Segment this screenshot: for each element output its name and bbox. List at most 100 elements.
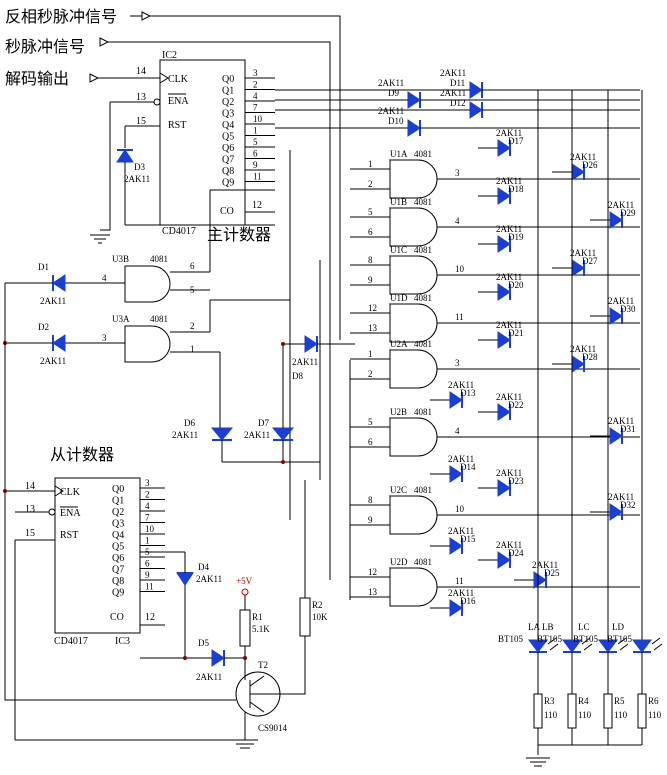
r1-ref: R1 (252, 612, 263, 622)
ic3-out-q6: Q6 (112, 553, 124, 564)
gate-u2a (389, 349, 438, 389)
d9-ref: D9 (388, 88, 399, 98)
ic2-out-q4: Q4 (222, 120, 234, 131)
resistor-r4 (567, 693, 577, 729)
ic2-out-q1: Q1 (222, 86, 234, 97)
u2c-in-a: 8 (368, 495, 373, 505)
ld-part: BT105 (607, 634, 633, 644)
d10-ref: D10 (388, 116, 404, 126)
u2d-in-a: 12 (368, 567, 377, 577)
u2b-in-a: 5 (368, 417, 373, 427)
gate-u3a (124, 325, 171, 363)
output-label-decode: 解码输出 (5, 69, 69, 88)
ic2-rst: RST (168, 120, 186, 131)
u2a-part: 4081 (414, 339, 432, 349)
lb-ref: LB (542, 622, 554, 632)
d30-part: 2AK11 (608, 296, 634, 306)
u2a-ref: U2A (390, 339, 408, 349)
gate-u1a (389, 159, 438, 199)
gate-u1d (389, 303, 438, 343)
u1c-out: 10 (455, 264, 465, 274)
d31-part: 2AK11 (608, 416, 634, 426)
u2b-ref: U2B (390, 407, 407, 417)
ic3-ena: ENA (60, 508, 81, 519)
ic3-pin-11: 11 (145, 582, 154, 592)
ic2-clk: CLK (168, 74, 189, 85)
d19-ref: D19 (508, 232, 524, 242)
lc-ref: LC (578, 622, 590, 632)
u3b-part: 4081 (150, 254, 168, 264)
led-lc (598, 637, 629, 653)
d12-ref: D12 (450, 98, 466, 108)
d11-part: 2AK11 (440, 68, 466, 78)
d15-part: 2AK11 (448, 526, 474, 536)
d27-ref: D27 (582, 256, 598, 266)
ic3-co: CO (110, 612, 124, 623)
d5-part: 2AK11 (196, 672, 222, 682)
d6-ref: D6 (184, 418, 195, 428)
ic3-out-q1: Q1 (112, 496, 124, 507)
d23-part: 2AK11 (496, 468, 522, 478)
ic3-out-q4: Q4 (112, 530, 124, 541)
diode-d9 (407, 91, 421, 109)
d13-ref: D13 (460, 388, 476, 398)
d7-part: 2AK11 (244, 430, 270, 440)
ic3-clk: CLK (60, 487, 81, 498)
u2b-in-b: 6 (368, 437, 373, 447)
u3a-ref: U3A (112, 314, 130, 324)
gate-u2b (389, 417, 438, 457)
u1d-out: 11 (455, 312, 464, 322)
ic2-out-q2: Q2 (222, 97, 234, 108)
ic2-out-q0: Q0 (222, 74, 234, 85)
gate-u2c (389, 495, 438, 535)
ic2-pin-4: 4 (253, 91, 258, 101)
ic2-out-q9: Q9 (222, 178, 234, 189)
d8-part: 2AK11 (292, 357, 318, 367)
ic3-chip (54, 477, 141, 634)
ic3-pin-7: 7 (145, 513, 150, 523)
ic2-co-pin: 12 (252, 200, 262, 211)
u3b-pin4: 4 (102, 273, 107, 283)
u2a-in-b: 2 (368, 369, 373, 379)
d20-ref: D20 (508, 280, 524, 290)
resistor-r5 (603, 693, 613, 729)
r2-ref: R2 (312, 600, 323, 610)
ic3-rst: RST (60, 530, 78, 541)
t2-part: CS9014 (258, 723, 288, 733)
d12-part: 2AK11 (440, 88, 466, 98)
u1c-in-a: 8 (368, 255, 373, 265)
u1c-in-b: 9 (368, 275, 373, 285)
input-label-second-pulse: 秒脉冲信号 (5, 37, 85, 56)
ld-ref: LD (612, 622, 624, 632)
d26-ref: D26 (582, 160, 598, 170)
input-label-inverted-second-pulse: 反相秒脉冲信号 (5, 7, 117, 26)
d16-part: 2AK11 (448, 588, 474, 598)
led-la (528, 637, 559, 653)
diode-d10 (407, 119, 421, 137)
d11-ref: D11 (450, 78, 465, 88)
r5-ref: R5 (614, 696, 625, 706)
gate-u1c (389, 255, 438, 295)
u1d-part: 4081 (414, 293, 432, 303)
ic2-pin-11: 11 (253, 172, 262, 182)
u1a-in-b: 2 (368, 179, 373, 189)
resistor-r1 (239, 609, 251, 647)
d7-ref: D7 (258, 418, 269, 428)
u1d-ref: U1D (390, 293, 408, 303)
d14-part: 2AK11 (448, 454, 474, 464)
u3a-part: 4081 (150, 314, 168, 324)
ic3-ref: IC3 (115, 636, 130, 647)
lc-part: BT105 (573, 634, 599, 644)
u1c-part: 4081 (414, 245, 432, 255)
u1d-in-b: 13 (368, 323, 378, 333)
u3b-ref: U3B (112, 254, 129, 264)
d25-ref: D25 (544, 568, 560, 578)
ic2-pin-1: 1 (253, 126, 258, 136)
d8-ref: D8 (292, 371, 303, 381)
u1a-out: 3 (455, 168, 460, 178)
gate-u3b (124, 265, 171, 303)
ic3-out-q0: Q0 (112, 484, 124, 495)
d28-part: 2AK11 (570, 344, 596, 354)
u1a-in-a: 1 (368, 159, 373, 169)
d2-part: 2AK11 (40, 356, 66, 366)
